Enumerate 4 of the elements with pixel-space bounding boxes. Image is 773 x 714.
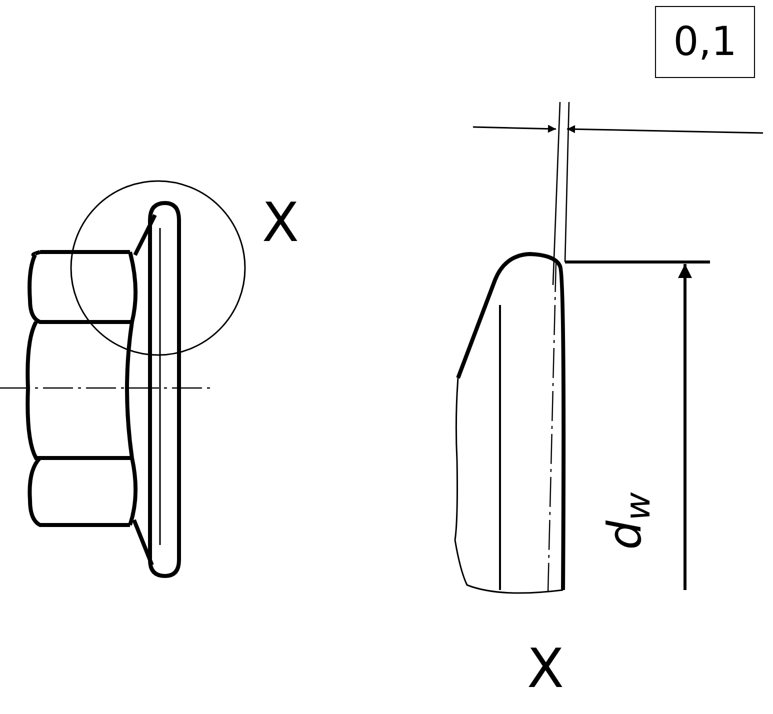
detail-label: X — [262, 196, 299, 250]
detail-label: X — [527, 642, 564, 696]
tolerance-frame — [655, 6, 755, 78]
tolerance-value: 0,1 — [673, 22, 737, 62]
